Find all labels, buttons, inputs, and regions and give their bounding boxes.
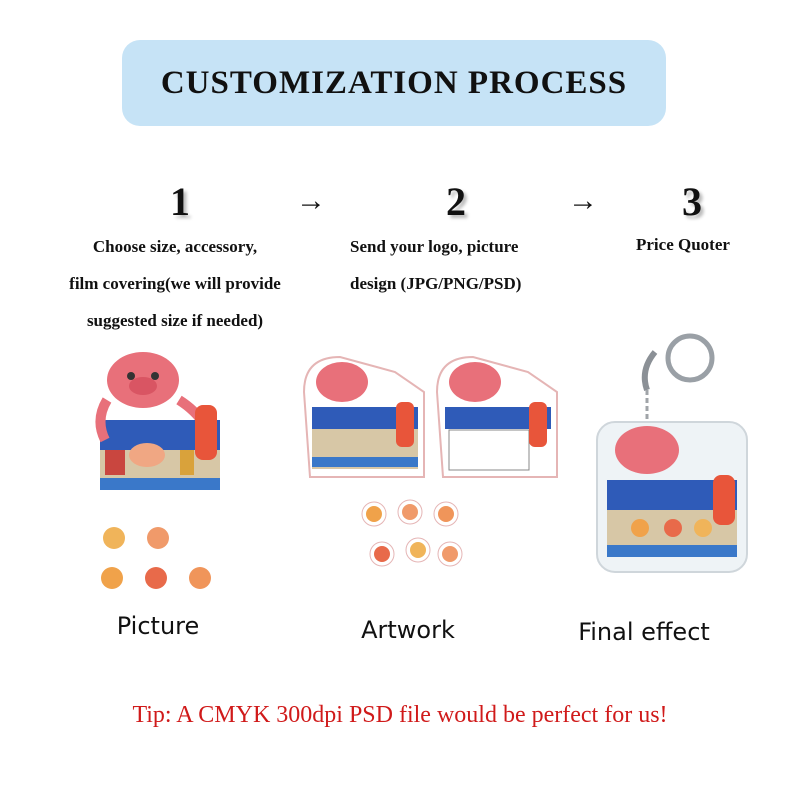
- step-1-description: Choose size, accessory, film covering(we…: [40, 228, 310, 339]
- step-1-line: film covering(we will provide: [69, 274, 281, 293]
- page-title: CUSTOMIZATION PROCESS: [160, 64, 628, 101]
- step-1-number: 1: [170, 179, 190, 224]
- artwork-stickers: [361, 499, 463, 567]
- keychain-final-effect: [596, 333, 748, 573]
- step-3-description: Price Quoter: [636, 226, 776, 263]
- caption-artwork: Artwork: [361, 616, 455, 644]
- step-1-line: Choose size, accessory,: [92, 237, 258, 256]
- step-3-number: 3: [682, 179, 702, 224]
- artwork-full-color: [302, 355, 425, 478]
- arrow-right-icon: →: [568, 184, 598, 217]
- step-2-number: 2: [446, 179, 466, 224]
- arrow-right-icon: →: [296, 184, 326, 217]
- caption-picture: Picture: [116, 612, 200, 640]
- tip-text: Tip: A CMYK 300dpi PSD file would be per…: [132, 702, 668, 728]
- takoyaki-stickers-picture: [101, 527, 211, 589]
- caption-final-effect: Final effect: [578, 618, 710, 646]
- octopus-stand-picture: [95, 352, 220, 490]
- step-3-line: Price Quoter: [636, 235, 730, 254]
- step-1-line: suggested size if needed): [86, 311, 264, 330]
- step-2-description: Send your logo, picture design (JPG/PNG/…: [350, 228, 580, 302]
- artwork-white-layer: [435, 355, 558, 478]
- step-2-line: design (JPG/PNG/PSD): [350, 274, 522, 293]
- title-banner: CUSTOMIZATION PROCESS: [122, 40, 666, 126]
- step-2-line: Send your logo, picture: [350, 237, 519, 256]
